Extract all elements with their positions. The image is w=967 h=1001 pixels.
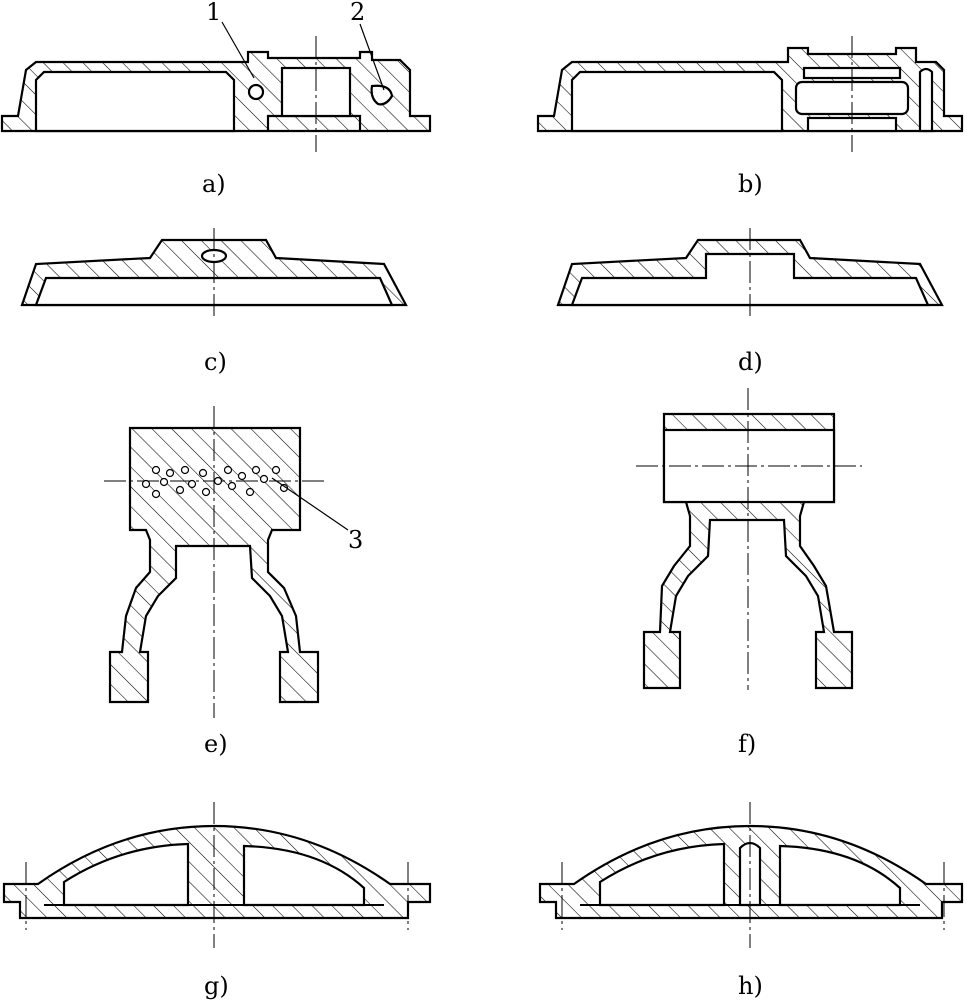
figure-a: 1 2 a) [0,0,432,198]
caption-d: d) [738,348,763,376]
figure-f: f) [636,388,862,758]
label-1-leader [221,21,255,79]
caption-g: g) [204,972,229,1000]
figure-h-right-cavity [778,844,902,907]
label-3: 3 [348,526,363,554]
caption-f: f) [738,730,756,758]
caption-a: a) [202,170,226,198]
figure-c-cavity [34,276,394,307]
figure-e-porosity [141,465,289,499]
label-1: 1 [206,0,221,26]
figure-a-shrink-hole-2 [370,84,394,106]
label-3-leader [271,477,349,531]
figure-a-cavity [34,70,236,133]
label-2-leader [359,23,385,91]
caption-h: h) [738,972,763,1000]
figure-h: h) [538,802,964,1000]
figure-d: d) [556,228,944,376]
figure-b-cavity [570,70,784,133]
caption-c: c) [204,348,227,376]
caption-b: b) [738,170,763,198]
figure-a-shrink-hole-1 [247,83,265,101]
figure-e-section [108,426,320,704]
figure-h-left-cavity [598,842,726,907]
caption-e: e) [204,730,228,758]
figure-e: 3 e) [104,406,363,758]
figure-g-right-cavity [242,844,366,907]
figure-g: g) [2,802,432,1000]
figure-b: b) [536,36,964,198]
figure-b-rib-slot [918,67,934,133]
figure-c: c) [20,228,408,376]
figure-g-left-cavity [62,842,190,907]
label-2: 2 [350,0,365,26]
